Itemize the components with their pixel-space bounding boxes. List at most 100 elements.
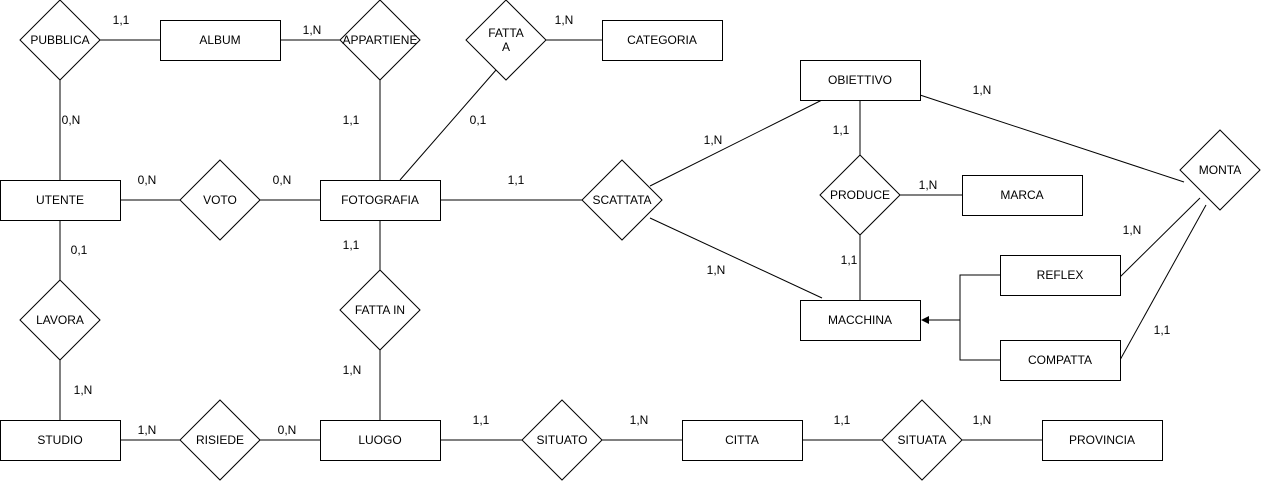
entity-provincia[interactable]: PROVINCIA: [1042, 420, 1163, 461]
entity-label: FOTOGRAFIA: [341, 193, 419, 207]
entity-box: [1000, 255, 1121, 296]
cardinality-fatta-a-fotografia: 0,1: [470, 113, 487, 127]
entity-luogo[interactable]: LUOGO: [320, 420, 441, 461]
cardinality-situato-citta: 1,N: [630, 413, 649, 427]
relationship-lavora[interactable]: LAVORA: [19, 279, 101, 361]
cardinality-fatta-in-fotografia: 1,1: [343, 238, 360, 252]
entity-categoria[interactable]: CATEGORIA: [602, 20, 723, 61]
entity-box: [602, 20, 723, 61]
entity-box: [320, 420, 441, 461]
entity-citta[interactable]: CITTA: [682, 420, 803, 461]
cardinality-obiettivo-monta: 1,N: [973, 83, 992, 97]
entity-box: [682, 420, 803, 461]
entity-box: [0, 180, 121, 221]
entity-fotografia[interactable]: FOTOGRAFIA: [320, 180, 441, 221]
cardinality-reflex-monta: 1,N: [1123, 223, 1142, 237]
cardinality-lavora-utente: 0,1: [71, 243, 88, 257]
entity-box: [320, 180, 441, 221]
cardinality-situata-citta: 1,1: [834, 413, 851, 427]
cardinality-fatta-a-categoria: 1,N: [555, 13, 574, 27]
relationship-diamond: [581, 159, 663, 241]
cardinality-pubblica-utente: 0,N: [62, 113, 81, 127]
relationship-label: A: [502, 40, 510, 54]
relationship-situato[interactable]: SITUATO: [521, 399, 603, 481]
entity-box: [160, 20, 281, 61]
entity-compatta[interactable]: COMPATTA: [1000, 340, 1121, 381]
entity-label: STUDIO: [37, 433, 82, 447]
cardinality-pubblica-album: 1,1: [113, 13, 130, 27]
entity-reflex[interactable]: REFLEX: [1000, 255, 1121, 296]
entity-label: PROVINCIA: [1069, 433, 1135, 447]
relationship-label: PRODUCE: [830, 188, 890, 202]
entity-box: [962, 175, 1083, 216]
cardinality-fatta-in-luogo: 1,N: [343, 363, 362, 377]
entity-macchina[interactable]: MACCHINA: [800, 300, 921, 341]
cardinality-produce-obiettivo: 1,1: [833, 123, 850, 137]
entity-label: OBIETTIVO: [828, 73, 892, 87]
relationship-situata[interactable]: SITUATA: [881, 399, 963, 481]
relationship-diamond: [465, 0, 547, 81]
relationship-label: RISIEDE: [196, 433, 244, 447]
relationship-diamond: [339, 0, 421, 81]
relationship-risiede[interactable]: RISIEDE: [179, 399, 261, 481]
cardinality-scattata-fotografia: 1,1: [508, 173, 525, 187]
relationship-label: PUBBLICA: [30, 33, 89, 47]
entity-label: LUOGO: [358, 433, 401, 447]
relationship-label: SITUATA: [898, 433, 947, 447]
relationship-diamond: [179, 399, 261, 481]
connectors: [59, 39, 1207, 441]
entity-album[interactable]: ALBUM: [160, 20, 281, 61]
entity-label: COMPATTA: [1028, 353, 1092, 367]
connector-line: [919, 94, 1185, 183]
relationship-fatta-in[interactable]: FATTA IN: [339, 269, 421, 351]
entity-label: REFLEX: [1037, 268, 1084, 282]
relationship-voto[interactable]: VOTO: [179, 159, 261, 241]
cardinality-layer: 1,1 1,N 1,N 0,N 1,1 0,1 1,N 1,N 1,1 0,N 0,N 1,1 1,N 0…: [62, 13, 1171, 437]
relationship-pubblica[interactable]: PUBBLICA: [19, 0, 101, 81]
cardinality-voto-utente: 0,N: [138, 173, 157, 187]
entity-studio[interactable]: STUDIO: [0, 420, 121, 461]
relationship-diamond: [339, 269, 421, 351]
entity-marca[interactable]: MARCA: [962, 175, 1083, 216]
relationship-label: FATTA IN: [355, 303, 405, 317]
relationship-diamond: [819, 154, 901, 236]
cardinality-risiede-studio: 1,N: [138, 423, 157, 437]
entity-layer: ALBUM CATEGORIA OBIETTIVO UTENTE FOTOGRAFIA M…: [0, 20, 1163, 461]
connector-line: [649, 99, 823, 187]
entity-box: [800, 60, 921, 101]
generalization-connector: [928, 274, 1000, 361]
cardinality-risiede-luogo: 0,N: [278, 423, 297, 437]
connector-line: [399, 69, 497, 181]
relationship-diamond: [521, 399, 603, 481]
cardinality-situato-luogo: 1,1: [473, 413, 490, 427]
relationship-produce[interactable]: PRODUCE: [819, 154, 901, 236]
cardinality-appartiene-fotografia: 1,1: [343, 113, 360, 127]
entity-box: [0, 420, 121, 461]
entity-label: ALBUM: [199, 33, 240, 47]
connector-line: [1119, 204, 1207, 361]
entity-label: UTENTE: [36, 193, 84, 207]
connector-line: [649, 217, 823, 299]
entity-obiettivo[interactable]: OBIETTIVO: [800, 60, 921, 101]
cardinality-compatta-monta: 1,1: [1154, 323, 1171, 337]
entity-label: MARCA: [1000, 188, 1043, 202]
entity-label: CITTA: [725, 433, 759, 447]
cardinality-lavora-studio: 1,N: [74, 383, 93, 397]
entity-box: [800, 300, 921, 341]
relationship-appartiene[interactable]: APPARTIENE: [339, 0, 421, 81]
entity-label: MACCHINA: [828, 313, 892, 327]
generalization-arrow-icon: [921, 316, 929, 324]
cardinality-voto-fotografia: 0,N: [273, 173, 292, 187]
relationship-label: LAVORA: [36, 313, 84, 327]
cardinality-produce-macchina: 1,1: [841, 253, 858, 267]
cardinality-produce-marca: 1,N: [919, 178, 938, 192]
relationship-label: SCATTATA: [592, 193, 651, 207]
relationship-label: FATTA: [488, 26, 524, 40]
relationship-monta[interactable]: MONTA: [1179, 129, 1261, 211]
relationship-diamond: [1179, 129, 1261, 211]
relationship-scattata[interactable]: SCATTATA: [581, 159, 663, 241]
entity-utente[interactable]: UTENTE: [0, 180, 121, 221]
cardinality-scattata-macchina: 1,N: [707, 263, 726, 277]
